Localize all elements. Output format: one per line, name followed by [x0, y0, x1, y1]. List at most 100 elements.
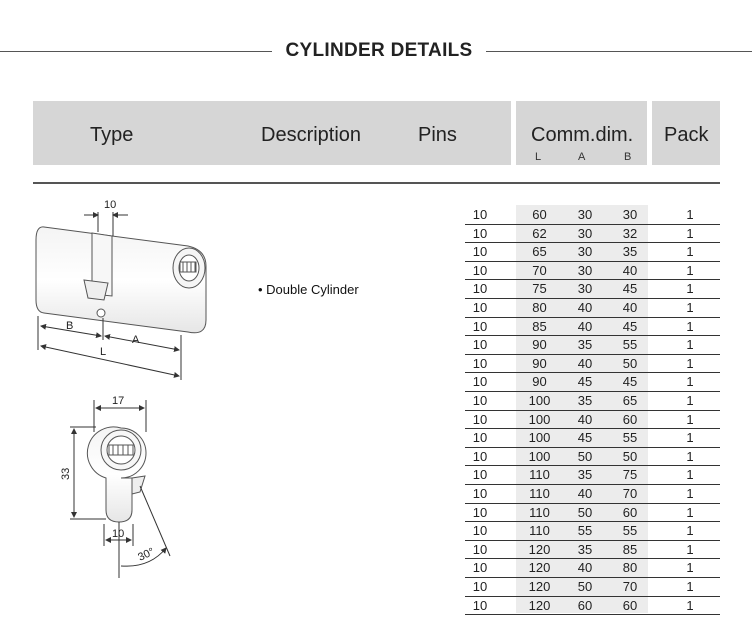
dim-top: 10: [104, 199, 116, 211]
cell-pack: 1: [686, 560, 694, 576]
cell-a: 40: [577, 411, 593, 427]
cell-a: 30: [577, 207, 593, 222]
dim-bottom: 10: [112, 528, 124, 540]
dim-height: 33: [60, 468, 72, 480]
header-pack: Pack: [664, 124, 709, 146]
cell-l: 110: [529, 486, 550, 501]
cell-l: 120: [528, 541, 551, 557]
cell-pack: 1: [686, 541, 694, 557]
cell-a: 40: [577, 560, 593, 576]
cell-a: 45: [577, 374, 593, 390]
cell-pack: 1: [686, 262, 694, 278]
cell-b: 55: [622, 430, 638, 446]
cell-b: 80: [622, 560, 638, 576]
cell-b: 45: [622, 374, 638, 390]
cell-b: 45: [622, 281, 638, 297]
cell-a: 30: [577, 225, 593, 241]
cell-a: 35: [577, 337, 593, 353]
header-description: Description: [261, 124, 362, 146]
cell-l: 120: [528, 597, 551, 613]
cell-pins: 10: [472, 560, 488, 576]
cell-b: 35: [622, 244, 638, 260]
side-view: [35, 226, 207, 334]
cell-b: 75: [622, 467, 638, 483]
cell-l: 90: [532, 355, 547, 371]
cell-pins: 10: [472, 281, 488, 297]
cell-a: 40: [577, 486, 593, 501]
title-rule-left: [0, 51, 272, 52]
cell-a: 50: [577, 504, 593, 520]
cell-b: 60: [622, 504, 638, 520]
cell-pins: 10: [472, 374, 488, 390]
cell-l: 90: [532, 337, 547, 353]
cell-a: 30: [577, 281, 593, 297]
description-text: • Double Cylinder: [258, 282, 359, 297]
cell-pins: 10: [472, 244, 488, 260]
cell-pack: 1: [686, 337, 694, 353]
cell-pack: 1: [686, 504, 694, 520]
header-band-pack: [652, 101, 720, 165]
cell-pack: 1: [686, 225, 694, 241]
side-dimensions: [37, 212, 182, 380]
cell-pins: 10: [472, 467, 488, 483]
cell-pins: 10: [472, 318, 488, 334]
cell-a: 30: [577, 262, 593, 278]
profile-view: [86, 426, 147, 523]
header-comm-dim: Comm.dim.: [531, 124, 634, 146]
cell-pins: 10: [472, 355, 488, 371]
cell-pins: 10: [472, 411, 488, 427]
cell-l: 100: [528, 411, 551, 427]
cell-pins: 10: [472, 393, 488, 408]
cell-b: 50: [622, 355, 638, 371]
cell-pack: 1: [686, 579, 694, 594]
cell-pins: 10: [472, 262, 488, 278]
header-sub-a: A: [578, 151, 586, 163]
cell-pack: 1: [686, 411, 694, 427]
cell-pins: 10: [472, 523, 488, 539]
cell-pack: 1: [686, 300, 694, 315]
cell-pins: 10: [472, 579, 488, 594]
cell-a: 35: [577, 393, 593, 408]
cell-a: 50: [577, 579, 593, 594]
cell-l: 100: [528, 448, 551, 464]
header-band-main: [33, 101, 511, 165]
cell-b: 70: [622, 579, 638, 594]
cell-b: 70: [622, 486, 638, 501]
cell-pack: 1: [686, 318, 694, 334]
cell-b: 40: [622, 262, 638, 278]
dimension-column-shading: [516, 205, 648, 613]
cell-l: 110: [529, 504, 550, 520]
cell-l: 65: [532, 244, 547, 260]
dim-l: L: [100, 346, 106, 358]
cell-a: 50: [577, 448, 593, 464]
cell-a: 40: [577, 318, 593, 334]
cell-pins: 10: [472, 597, 488, 613]
cell-b: 45: [622, 318, 638, 334]
cell-l: 110: [529, 467, 550, 483]
header-band-dims: [516, 101, 647, 165]
cell-a: 40: [577, 355, 593, 371]
cell-a: 40: [577, 300, 593, 315]
cell-b: 55: [622, 337, 638, 353]
cell-l: 70: [532, 262, 547, 278]
cell-l: 100: [528, 430, 551, 446]
cell-l: 120: [528, 560, 551, 576]
cell-a: 35: [577, 467, 593, 483]
cell-b: 30: [622, 207, 638, 222]
cell-b: 65: [622, 393, 638, 408]
cell-a: 55: [577, 523, 593, 539]
